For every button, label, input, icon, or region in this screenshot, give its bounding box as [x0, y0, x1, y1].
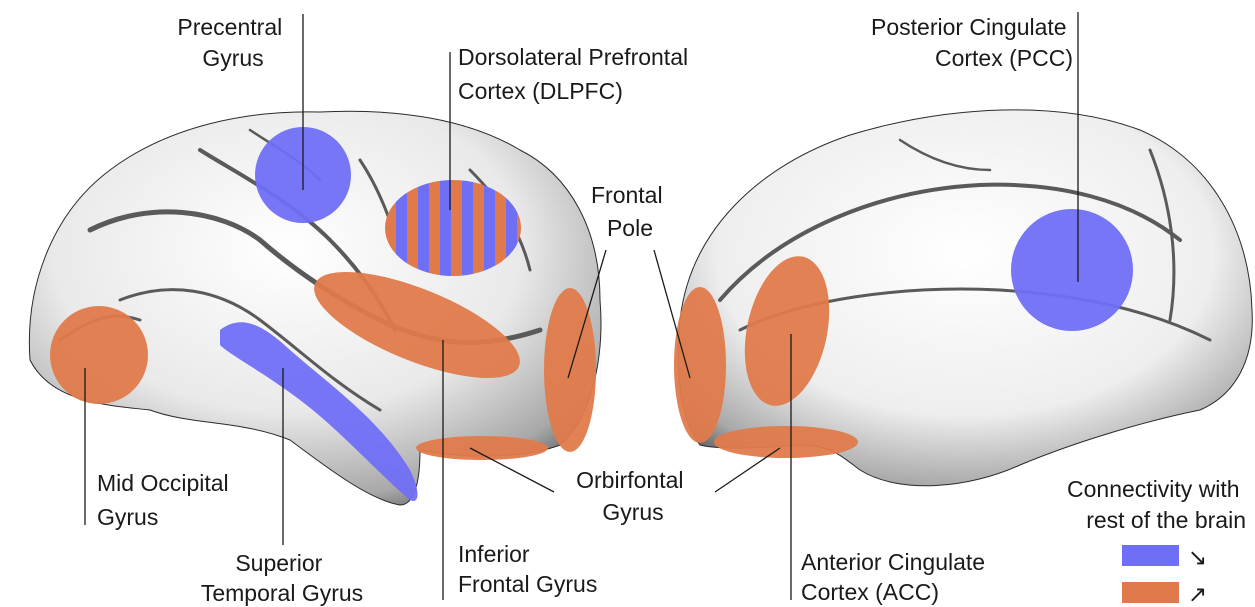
label-precentral-gyrus: Precentral Gyrus — [177, 14, 288, 71]
legend-title: Connectivity with rest of the brain — [1067, 476, 1246, 533]
region-orbitofrontal-left — [416, 436, 548, 460]
legend-symbol-increased: ↗ — [1188, 581, 1207, 607]
label-mid-occipital-gyrus: Mid Occipital Gyrus — [97, 470, 235, 530]
legend-swatch-increased — [1122, 582, 1179, 603]
label-inferior-frontal-gyrus: Inferior Frontal Gyrus — [458, 541, 597, 597]
region-pcc — [1011, 209, 1133, 331]
label-dlpfc: Dorsolateral Prefrontal Cortex (DLPFC) — [458, 44, 695, 104]
label-superior-temporal-gyrus: Superior Temporal Gyrus — [201, 550, 363, 606]
region-mid-occipital-gyrus — [50, 306, 148, 404]
label-frontal-pole: Frontal Pole — [591, 182, 669, 241]
label-pcc: Posterior Cingulate Cortex (PCC) — [871, 14, 1073, 71]
legend-symbol-decreased: ↘ — [1188, 544, 1207, 570]
legend: Connectivity with rest of the brain ↘ ↗ — [1067, 476, 1246, 607]
legend-swatch-decreased — [1122, 545, 1179, 566]
label-orbitofrontal-gyrus: Orbirfontal Gyrus — [576, 467, 690, 525]
label-acc: Anterior Cingulate Cortex (ACC) — [801, 549, 992, 605]
region-frontal-pole-right — [674, 287, 726, 443]
region-orbitofrontal-right — [714, 426, 858, 458]
region-dlpfc — [385, 180, 521, 276]
